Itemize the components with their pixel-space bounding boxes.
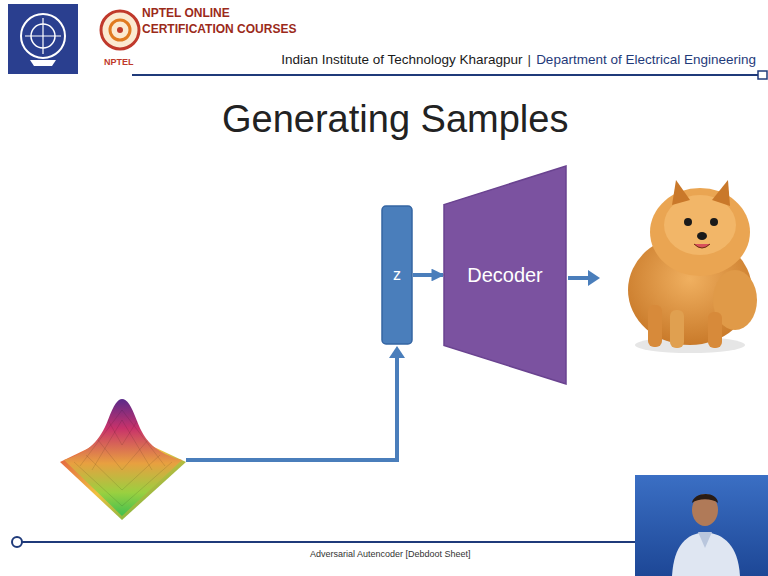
footer-rule-end xyxy=(12,537,22,547)
header-rule-end xyxy=(758,71,767,79)
output-arrow xyxy=(568,276,590,280)
latent-vector-text: z xyxy=(393,266,401,284)
header-separator: | xyxy=(528,52,532,67)
department-name: Department of Electrical Engineering xyxy=(536,52,756,67)
sample-arrowhead xyxy=(389,346,405,358)
gaussian-surface xyxy=(60,399,186,520)
institute-name: Indian Institute of Technology Kharagpur xyxy=(281,52,522,67)
header-rule xyxy=(132,74,758,76)
slide-title: Generating Samples xyxy=(222,98,568,141)
connector-arrow xyxy=(413,273,443,277)
footer-text: Adversarial Autencoder [Debdoot Sheet] xyxy=(310,549,471,559)
nptel-heading: NPTEL ONLINE xyxy=(142,6,230,20)
output-arrowhead xyxy=(588,270,600,286)
iit-logo xyxy=(8,4,78,74)
dog-image xyxy=(628,180,757,353)
nptel-heading: CERTIFICATION COURSES xyxy=(142,22,296,36)
footer-rule xyxy=(22,541,636,543)
presenter-video xyxy=(635,475,768,576)
sample-arrow xyxy=(186,356,397,460)
header-line: Indian Institute of Technology Kharagpur… xyxy=(281,52,756,67)
latent-vector: z xyxy=(381,205,413,345)
nptel-logo xyxy=(101,11,139,49)
decoder-block: Decoder xyxy=(443,165,567,385)
decoder-block-text: Decoder xyxy=(467,264,543,287)
nptel-logo-text: NPTEL xyxy=(104,57,134,67)
